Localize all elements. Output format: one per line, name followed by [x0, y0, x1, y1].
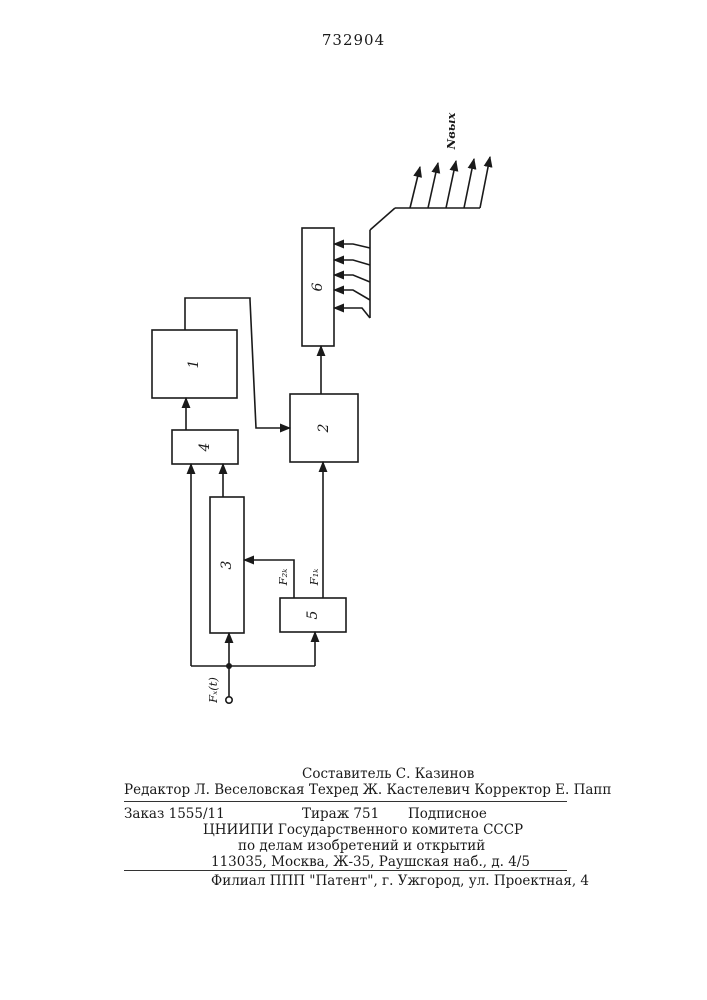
- rule-top: [124, 801, 567, 802]
- editors-line: Редактор Л. Веселовская Техред Ж. Кастел…: [124, 782, 611, 798]
- block-3-label: 3: [219, 560, 235, 569]
- org-line-2: по делам изобретений и открытий: [238, 838, 485, 854]
- block-6-label: 6: [310, 282, 326, 291]
- block-diagram: 1 4 2 6 3 5 Fₓ(t) F₂ₖ F₁ₖ Nвых: [0, 0, 707, 760]
- output-signal-label: Nвых: [444, 113, 458, 151]
- f2k-signal-label: F₂ₖ: [276, 569, 290, 587]
- rule-bottom: [124, 870, 567, 871]
- circulation-line: Тираж 751: [302, 806, 379, 822]
- input-terminal: [226, 697, 232, 703]
- order-line: Заказ 1555/11: [124, 806, 225, 822]
- address-line: 113035, Москва, Ж-35, Раушская наб., д. …: [211, 854, 530, 870]
- block-5-label: 5: [305, 610, 321, 619]
- f1k-signal-label: F₁ₖ: [307, 569, 321, 587]
- subscription-line: Подписное: [408, 806, 487, 822]
- input-signal-label: Fₓ(t): [206, 677, 220, 704]
- org-line-1: ЦНИИПИ Государственного комитета СССР: [203, 822, 523, 838]
- block-2-label: 2: [316, 423, 332, 433]
- block-1-label: 1: [186, 360, 202, 369]
- block-4-label: 4: [197, 443, 213, 453]
- compiler-line: Составитель С. Казинов: [302, 766, 474, 782]
- branch-line: Филиал ППП "Патент", г. Ужгород, ул. Про…: [211, 873, 589, 889]
